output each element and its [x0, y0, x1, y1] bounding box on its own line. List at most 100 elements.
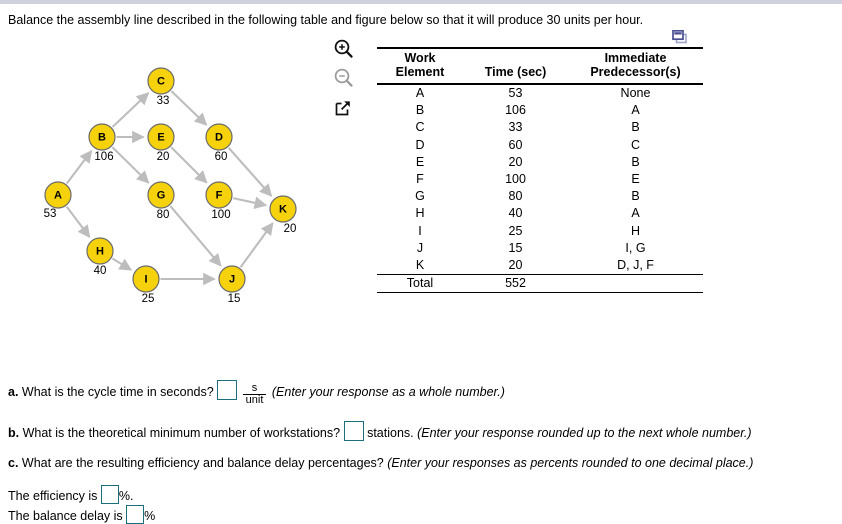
table-header-row: Work Element Time (sec) Immediate Predec… [377, 47, 703, 85]
node-circle-C [147, 67, 175, 95]
node-circle-E [147, 123, 175, 151]
diagram-node-C: C33 [147, 67, 175, 107]
diagram-node-J: J 15 [218, 265, 246, 305]
cell-work-element: J [416, 240, 424, 255]
zoom-in-icon [334, 39, 353, 58]
window-top-bar [0, 0, 842, 4]
cell-time: 106 [505, 103, 526, 118]
diagram-edge-A-H [65, 205, 91, 239]
cell-total-time: 552 [463, 274, 568, 294]
efficiency-answer-line: The efficiency is %. [8, 485, 133, 504]
node-time-C: 33 [157, 95, 170, 107]
min-workstations-input[interactable] [343, 421, 364, 441]
header-work-element-line1: Work [404, 51, 436, 65]
unit-denominator: unit [242, 394, 267, 406]
diagram-edge-F-K [232, 196, 268, 209]
node-circle-B [88, 123, 116, 151]
node-time-E: 20 [157, 151, 170, 163]
diagram-edge-C-D [170, 90, 208, 126]
diagram-edge-D-K [227, 147, 273, 197]
node-circle-K [269, 195, 297, 223]
balance-delay-suffix: % [144, 509, 156, 523]
diagram-node-I: I25 [132, 265, 160, 305]
diagram-node-E: E20 [147, 123, 175, 163]
cell-work-element: F [416, 172, 424, 187]
cell-predecessors: B [631, 189, 640, 204]
diagram-edges [65, 90, 274, 286]
question-a: a. What is the cycle time in seconds? s … [8, 380, 828, 406]
unit-fraction: s unit [242, 382, 267, 406]
zoom-out-button[interactable] [330, 65, 356, 91]
header-time: Time (sec) [463, 47, 568, 85]
node-circle-H [86, 237, 114, 265]
diagram-edge-A-B [65, 149, 93, 185]
question-a-hint: (Enter your response as a whole number.) [271, 385, 505, 399]
question-c-text: What are the resulting efficiency and ba… [21, 456, 384, 470]
question-c-marker: c. [8, 456, 19, 470]
node-circle-A [44, 181, 72, 209]
diagram-edge-B-C [111, 92, 150, 128]
header-work-element-line2: Element [395, 65, 445, 79]
cell-time: 15 [508, 240, 523, 255]
cell-time: 60 [508, 137, 523, 152]
cell-predecessors: I, G [625, 240, 646, 255]
node-circle-I [132, 265, 160, 293]
cell-time: 25 [508, 223, 523, 238]
diagram-node-G: G80 [147, 181, 175, 221]
header-time-label: Time (sec) [484, 65, 547, 79]
node-label-I: I [144, 274, 147, 286]
node-label-J: J [229, 274, 235, 286]
diagram-edge-H-I [111, 257, 133, 271]
node-time-D: 60 [215, 151, 228, 163]
cycle-time-input[interactable] [217, 380, 238, 400]
cell-predecessors: A [631, 103, 640, 118]
cell-time: 20 [508, 258, 523, 273]
cell-predecessors: None [620, 86, 651, 100]
header-predecessors: Immediate Predecessor(s) [568, 47, 703, 85]
zoom-in-button[interactable] [330, 36, 356, 62]
efficiency-input[interactable] [100, 485, 119, 504]
cell-predecessors: H [630, 223, 641, 238]
work-element-table-container: Work Element Time (sec) Immediate Predec… [377, 47, 703, 294]
popout-button[interactable] [330, 95, 356, 121]
diagram-edge-J-K [239, 222, 274, 268]
node-time-K: 20 [284, 223, 297, 235]
cell-work-element: A [415, 86, 425, 100]
cell-predecessors: A [631, 206, 640, 221]
question-a-text: What is the cycle time in seconds? [21, 385, 214, 399]
node-time-B: 106 [94, 151, 113, 163]
unit-numerator: s [251, 382, 258, 394]
cell-work-element: I [418, 223, 422, 238]
cell-work-element: E [415, 154, 425, 169]
cell-time: 33 [508, 120, 523, 135]
table-row: E 20 B [377, 154, 703, 171]
node-label-H: H [96, 246, 104, 258]
cell-predecessors: B [631, 154, 640, 169]
duplicate-windows-button[interactable] [672, 29, 690, 44]
node-time-F: 100 [211, 209, 230, 221]
table-row: I 25 H [377, 223, 703, 240]
node-label-K: K [279, 204, 287, 216]
cell-predecessors: B [631, 120, 640, 135]
diagram-edge-G-J [169, 205, 222, 267]
duplicate-windows-icon [672, 29, 687, 44]
question-b-suffix: stations. [367, 426, 414, 440]
header-work-element: Work Element [377, 47, 463, 85]
balance-delay-input[interactable] [126, 505, 145, 524]
cell-time: 20 [508, 154, 523, 169]
balance-delay-answer-line: The balance delay is % [8, 505, 155, 524]
node-time-J: 15 [228, 293, 241, 305]
question-c: c. What are the resulting efficiency and… [8, 455, 828, 471]
diagram-edge-B-G [111, 146, 150, 184]
question-b-marker: b. [8, 426, 20, 440]
node-circle-G [147, 181, 175, 209]
question-b: b. What is the theoretical minimum numbe… [8, 421, 828, 441]
work-element-table: Work Element Time (sec) Immediate Predec… [377, 47, 703, 294]
